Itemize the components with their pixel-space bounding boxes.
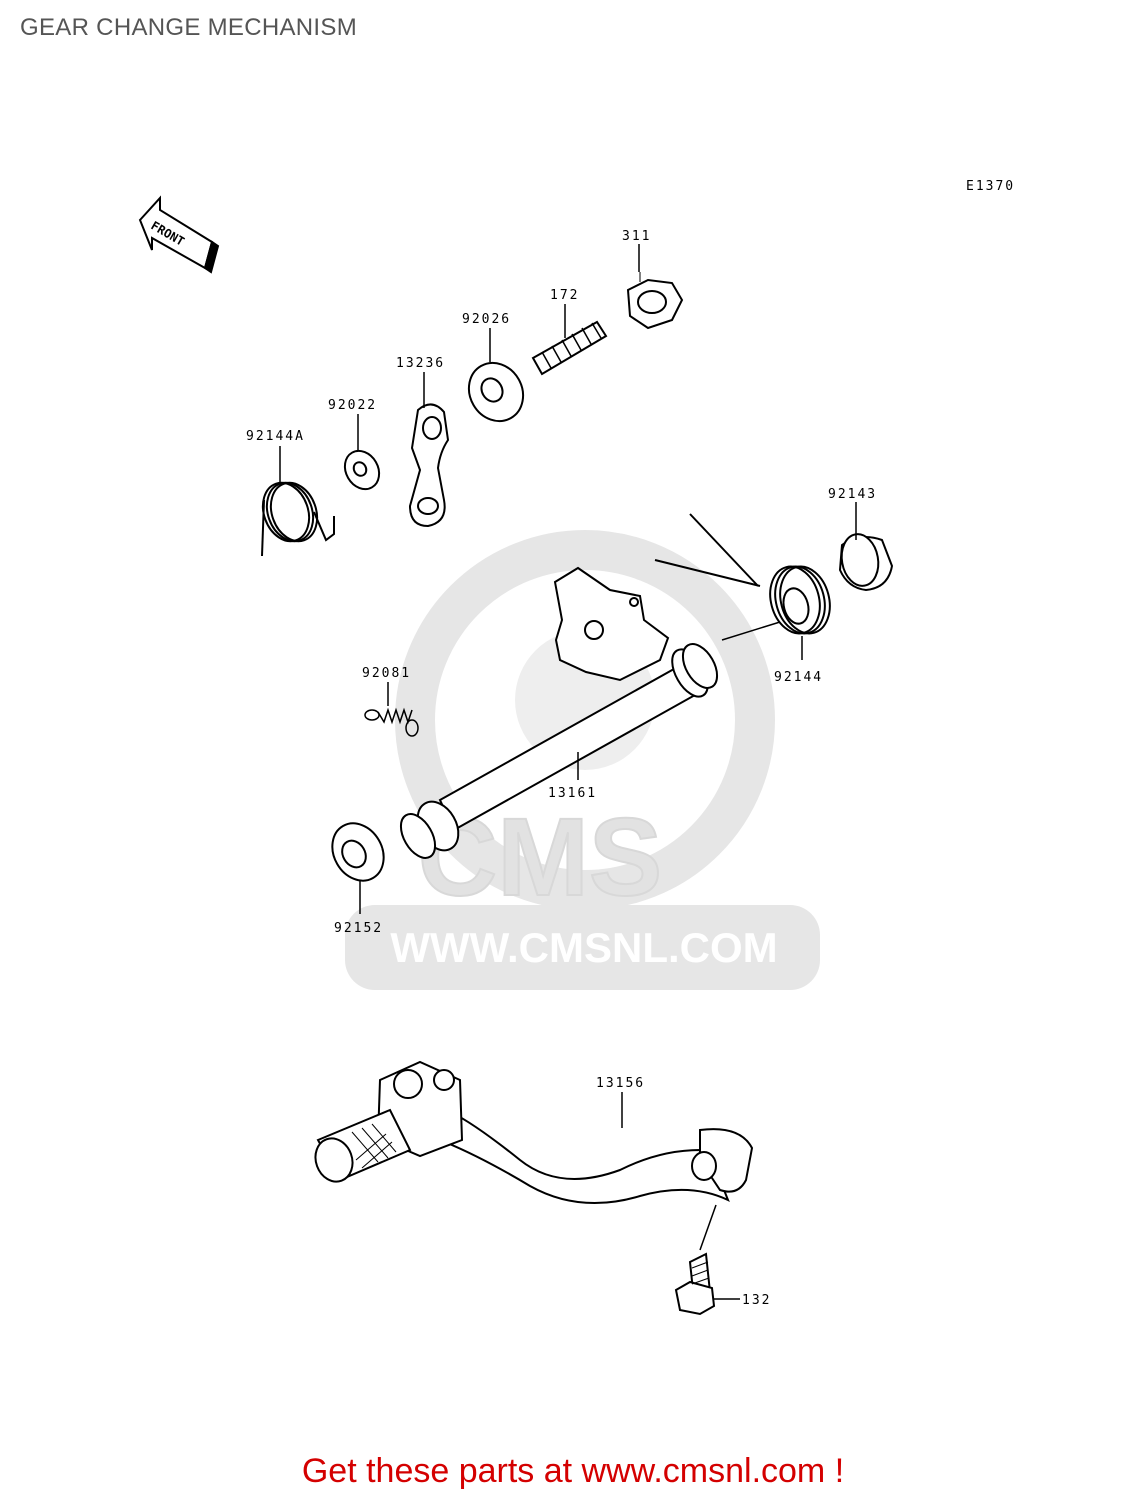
nut-311 xyxy=(626,272,684,330)
part-label-172: 172 xyxy=(550,288,579,303)
washer-92022 xyxy=(343,449,381,491)
part-label-92143: 92143 xyxy=(828,487,877,502)
shift-link-13236 xyxy=(408,403,450,528)
part-label-92152: 92152 xyxy=(334,921,383,936)
diagram-code: E1370 xyxy=(966,179,1015,194)
part-label-92144: 92144 xyxy=(774,670,823,685)
part-label-132: 132 xyxy=(742,1293,771,1308)
part-label-92144a: 92144A xyxy=(246,429,305,444)
shift-pedal-13156 xyxy=(314,1060,754,1205)
spring-92144 xyxy=(654,513,831,635)
part-label-92026: 92026 xyxy=(462,312,511,327)
cta-link[interactable]: Get these parts at www.cmsnl.com ! xyxy=(301,1452,845,1490)
front-arrow-icon: FRONT xyxy=(138,195,220,274)
part-label-311: 311 xyxy=(622,229,651,244)
watermark-url: WWW.CMSNL.COM xyxy=(390,924,777,971)
part-label-92022: 92022 xyxy=(328,398,377,413)
part-label-13161: 13161 xyxy=(548,786,597,801)
bolt-132 xyxy=(674,1252,716,1316)
oil-seal-92152 xyxy=(331,822,385,882)
shift-shaft-13161 xyxy=(399,566,781,859)
collar-92143 xyxy=(838,533,894,592)
part-label-92081: 92081 xyxy=(362,666,411,681)
stud-172 xyxy=(531,320,608,376)
part-label-13236: 13236 xyxy=(396,356,445,371)
page-title: GEAR CHANGE MECHANISM xyxy=(20,14,358,41)
watermark-brand: CMS xyxy=(418,796,662,919)
part-labels: 311 172 92026 13236 92022 92144A 92143 9… xyxy=(246,229,877,1308)
collar-92026 xyxy=(467,361,525,423)
torsion-spring-92144a xyxy=(261,481,335,557)
spring-92081 xyxy=(364,707,419,737)
part-label-13156: 13156 xyxy=(596,1076,645,1091)
